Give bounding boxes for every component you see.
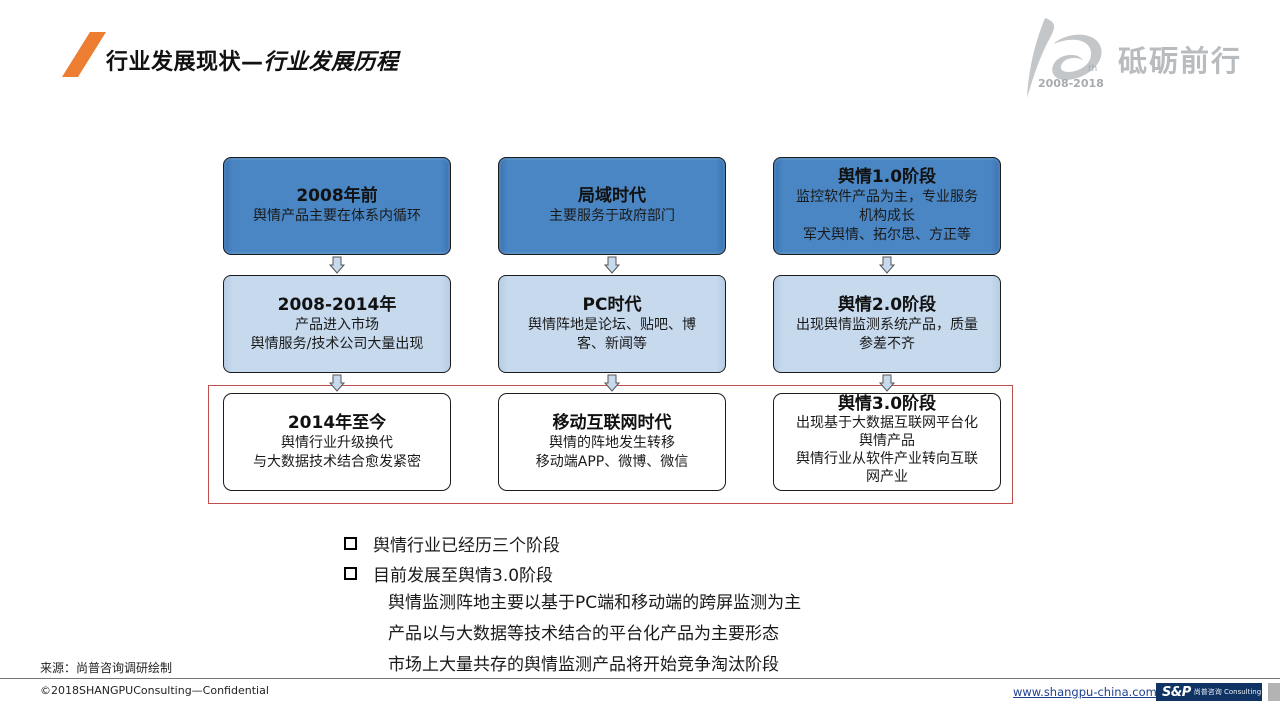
stage-text: 军犬舆情、拓尔思、方正等 — [803, 227, 971, 243]
timeline-column-phases: 舆情1.0阶段 监控软件产品为主，专业服务 机构成长 军犬舆情、拓尔思、方正等 … — [773, 157, 1001, 491]
stage-box-mobile-era: 移动互联网时代 舆情的阵地发生转移 移动端APP、微博、微信 — [498, 393, 726, 491]
summary-sub-point: 产品以与大数据等技术结合的平台化产品为主要形态 — [388, 624, 779, 644]
page-title-main: 行业发展现状— — [106, 50, 264, 75]
stage-box-lan-era: 局域时代 主要服务于政府部门 — [498, 157, 726, 255]
down-arrow-icon — [879, 256, 895, 274]
stage-heading: 2014年至今 — [287, 412, 387, 433]
summary-bullet-text: 目前发展至舆情3.0阶段 — [373, 565, 554, 586]
footer-gray-tab — [1268, 683, 1280, 701]
logo-slogan: 砥砺前行 — [1118, 44, 1243, 78]
summary-bullet: 舆情行业已经历三个阶段 — [342, 528, 801, 558]
website-link[interactable]: www.shangpu-china.com — [1013, 685, 1157, 699]
timeline-column-years: 2008年前 舆情产品主要在体系内循环 2008-2014年 产品进入市场 舆情… — [223, 157, 451, 491]
stage-text: 舆情行业从软件产业转向互联 — [796, 451, 978, 467]
stage-box-pc-era: PC时代 舆情阵地是论坛、贴吧、博 客、新闻等 — [498, 275, 726, 373]
down-arrow-icon — [329, 374, 345, 392]
stage-heading: 局域时代 — [578, 186, 646, 206]
stage-box-2014-present: 2014年至今 舆情行业升级换代 与大数据技术结合愈发紧密 — [223, 393, 451, 491]
summary-bullet: 目前发展至舆情3.0阶段 — [342, 558, 801, 588]
square-bullet-icon — [344, 536, 357, 550]
timeline-column-eras: 局域时代 主要服务于政府部门 PC时代 舆情阵地是论坛、贴吧、博 客、新闻等 移… — [498, 157, 726, 491]
stage-text: 舆情产品 — [859, 433, 915, 449]
down-arrow-icon — [604, 256, 620, 274]
stage-heading: 2008-2014年 — [277, 294, 397, 315]
stage-heading: 2008年前 — [296, 186, 378, 206]
brand-logo: S&P 尚普咨询 Consulting — [1156, 683, 1262, 701]
stage-text: 舆情的阵地发生转移 — [549, 434, 675, 451]
stage-text: 产品进入市场 — [295, 316, 379, 333]
down-arrow-icon — [879, 374, 895, 392]
stage-text: 出现舆情监测系统产品，质量 — [796, 316, 978, 333]
stage-box-2008-2014: 2008-2014年 产品进入市场 舆情服务/技术公司大量出现 — [223, 275, 451, 373]
source-note: 来源：尚普咨询调研绘制 — [40, 661, 173, 675]
stage-text: 参差不齐 — [859, 335, 915, 352]
stage-text: 舆情产品主要在体系内循环 — [253, 208, 421, 224]
page-title: 行业发展现状—行业发展历程 — [106, 44, 399, 76]
stage-text: 监控软件产品为主，专业服务 — [796, 189, 978, 205]
stage-heading: 舆情2.0阶段 — [837, 294, 937, 315]
stage-text: 舆情服务/技术公司大量出现 — [250, 335, 424, 352]
stage-box-phase-3: 舆情3.0阶段 出现基于大数据互联网平台化 舆情产品 舆情行业从软件产业转向互联… — [773, 393, 1001, 491]
down-arrow-icon — [604, 374, 620, 392]
stage-text: 舆情行业升级换代 — [281, 434, 393, 451]
logo-anniversary-suffix: th — [1088, 64, 1098, 74]
page-title-sub: 行业发展历程 — [263, 50, 399, 75]
stage-text: 机构成长 — [859, 208, 915, 224]
stage-heading: 移动互联网时代 — [552, 412, 672, 433]
stage-heading: 舆情3.0阶段 — [837, 394, 937, 414]
stage-text: 客、新闻等 — [577, 335, 647, 352]
summary-sub-point: 舆情监测阵地主要以基于PC端和移动端的跨屏监测为主 — [388, 593, 802, 613]
stage-text: 与大数据技术结合愈发紧密 — [253, 453, 421, 470]
brand-subtitle: 尚普咨询 Consulting — [1193, 687, 1262, 696]
stage-text: 网产业 — [866, 469, 908, 485]
summary-list: 舆情行业已经历三个阶段 目前发展至舆情3.0阶段 舆情监测阵地主要以基于PC端和… — [342, 528, 801, 681]
stage-text: 主要服务于政府部门 — [549, 208, 675, 224]
logo-years: 2008-2018 — [1038, 77, 1104, 90]
stage-box-pre-2008: 2008年前 舆情产品主要在体系内循环 — [223, 157, 451, 255]
stage-text: 移动端APP、微博、微信 — [535, 453, 689, 470]
square-bullet-icon — [344, 566, 357, 580]
footer-divider — [0, 678, 1280, 679]
copyright-text: ©2018SHANGPUConsulting—Confidential — [40, 684, 269, 697]
anniversary-logo-icon — [1027, 18, 1102, 98]
stage-text: 舆情阵地是论坛、贴吧、博 — [528, 316, 696, 333]
brand-mark: S&P — [1162, 684, 1191, 700]
stage-heading: 舆情1.0阶段 — [837, 167, 937, 187]
stage-heading: PC时代 — [582, 294, 642, 315]
stage-box-phase-1: 舆情1.0阶段 监控软件产品为主，专业服务 机构成长 军犬舆情、拓尔思、方正等 — [773, 157, 1001, 255]
stage-box-phase-2: 舆情2.0阶段 出现舆情监测系统产品，质量 参差不齐 — [773, 275, 1001, 373]
down-arrow-icon — [329, 256, 345, 274]
summary-bullet-text: 舆情行业已经历三个阶段 — [373, 535, 560, 556]
summary-sub-point: 市场上大量共存的舆情监测产品将开始竞争淘汰阶段 — [388, 655, 779, 675]
title-accent-bar — [62, 32, 106, 77]
stage-text: 出现基于大数据互联网平台化 — [796, 415, 978, 431]
